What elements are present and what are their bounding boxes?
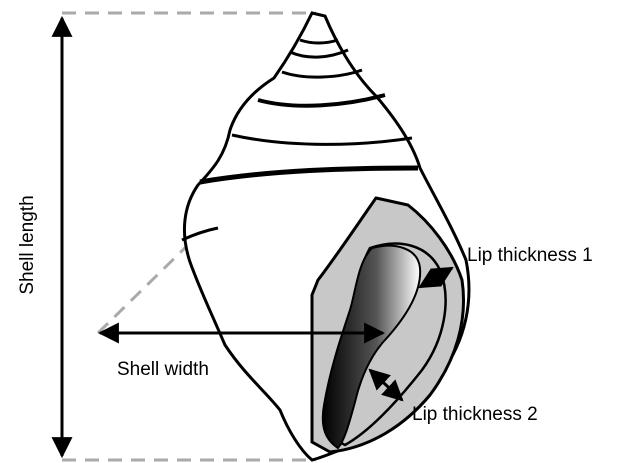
lip-thickness-1-label: Lip thickness 1: [467, 245, 593, 266]
shell-length-label: Shell length: [17, 195, 38, 294]
lip-thickness-2-label: Lip thickness 2: [412, 404, 538, 425]
guide-width-left: [98, 243, 190, 333]
shell-drawing: [182, 13, 469, 460]
shell-width-label: Shell width: [117, 359, 209, 380]
